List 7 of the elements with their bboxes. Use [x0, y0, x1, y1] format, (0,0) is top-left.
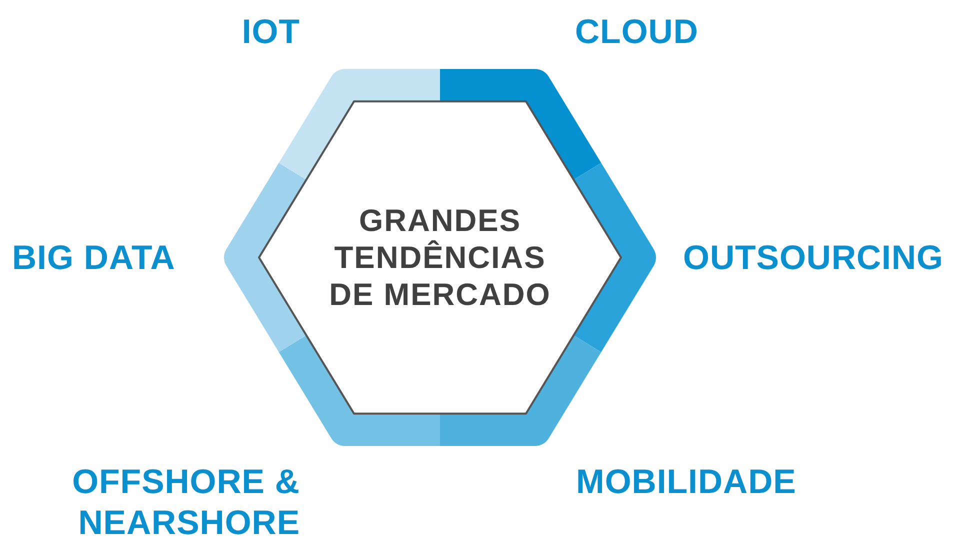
trend-label: BIG DATA [12, 238, 176, 279]
center-title: GRANDES TENDÊNCIAS DE MERCADO [328, 202, 552, 314]
trend-label: CLOUD [575, 12, 698, 53]
trend-label: OUTSOURCING [683, 238, 944, 279]
trend-label: IOT [242, 12, 300, 53]
trend-label: OFFSHORE & NEARSHORE [71, 462, 300, 544]
trend-label: MOBILIDADE [576, 462, 796, 503]
